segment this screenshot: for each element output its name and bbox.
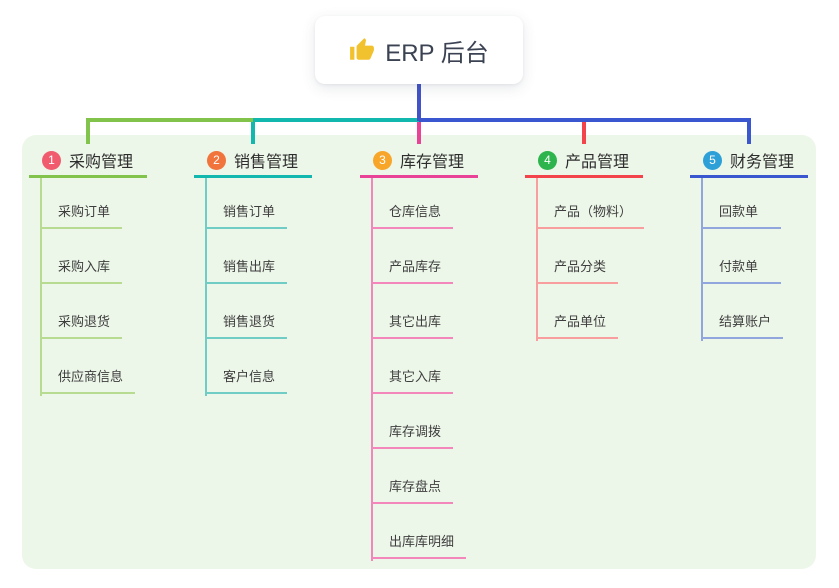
child-node[interactable]: 库存盘点 [371, 470, 454, 504]
branch-underline [525, 175, 643, 178]
connector-drop [582, 118, 586, 144]
root-connector-line [417, 84, 421, 121]
child-node[interactable]: 产品库存 [371, 250, 454, 284]
root-node[interactable]: ERP 后台 [315, 16, 523, 84]
branch-spine [205, 177, 207, 396]
child-node-label: 采购入库 [58, 259, 111, 274]
child-node[interactable]: 客户信息 [205, 360, 288, 394]
branch-node-label: 产品管理 [565, 154, 630, 171]
child-node[interactable]: 供应商信息 [40, 360, 136, 394]
child-node-label: 付款单 [719, 259, 759, 274]
child-node-label: 销售退货 [223, 314, 276, 329]
connector-horizontal-segment [253, 118, 419, 122]
child-node[interactable]: 采购入库 [40, 250, 123, 284]
branch-underline [360, 175, 478, 178]
child-node-label: 销售订单 [223, 204, 276, 219]
child-node-label: 产品单位 [554, 314, 607, 329]
child-node-label: 仓库信息 [389, 204, 442, 219]
child-node[interactable]: 销售退货 [205, 305, 288, 339]
child-node-label: 其它入库 [389, 369, 442, 384]
branch-node[interactable]: 2 销售管理 [194, 145, 325, 175]
child-node[interactable]: 产品（物料） [536, 195, 645, 229]
child-node[interactable]: 产品单位 [536, 305, 619, 339]
branch-underline [690, 175, 808, 178]
connector-horizontal-segment [419, 118, 749, 122]
branch-node-label: 销售管理 [234, 154, 299, 171]
branch-node-label: 库存管理 [400, 154, 465, 171]
connector-drop [747, 118, 751, 144]
branch-node[interactable]: 1 采购管理 [29, 145, 160, 175]
child-node-label: 出库库明细 [389, 534, 455, 549]
child-node[interactable]: 销售出库 [205, 250, 288, 284]
branch-number-badge: 1 [42, 150, 61, 170]
child-node-label: 销售出库 [223, 259, 276, 274]
child-node[interactable]: 结算账户 [701, 305, 784, 339]
thumbs-up-icon [349, 37, 375, 63]
child-node[interactable]: 采购订单 [40, 195, 123, 229]
child-node[interactable]: 付款单 [701, 250, 781, 284]
child-node[interactable]: 其它出库 [371, 305, 454, 339]
child-node[interactable]: 仓库信息 [371, 195, 454, 229]
child-node-label: 库存调拨 [389, 424, 442, 439]
connector-drop [86, 118, 90, 144]
child-node-label: 结算账户 [719, 314, 772, 329]
child-node[interactable]: 出库库明细 [371, 525, 467, 559]
connector-drop [417, 118, 421, 144]
branch-spine [701, 177, 703, 341]
branch-spine [40, 177, 42, 396]
branch-underline [194, 175, 312, 178]
root-node-label: ERP 后台 [385, 39, 489, 67]
child-node[interactable]: 销售订单 [205, 195, 288, 229]
child-node-label: 产品分类 [554, 259, 607, 274]
connector-drop [251, 118, 255, 144]
branch-number-badge: 4 [538, 150, 557, 170]
branches-panel [22, 135, 816, 569]
branch-node[interactable]: 4 产品管理 [525, 145, 656, 175]
branch-node-label: 财务管理 [730, 154, 795, 171]
child-node[interactable]: 产品分类 [536, 250, 619, 284]
child-node-label: 库存盘点 [389, 479, 442, 494]
child-node-label: 产品库存 [389, 259, 442, 274]
branch-node[interactable]: 5 财务管理 [690, 145, 821, 175]
child-node[interactable]: 其它入库 [371, 360, 454, 394]
branch-underline [29, 175, 147, 178]
child-node-label: 回款单 [719, 204, 759, 219]
connector-horizontal-segment [88, 118, 253, 122]
child-node[interactable]: 回款单 [701, 195, 781, 229]
child-node-label: 供应商信息 [58, 369, 124, 384]
branch-number-badge: 2 [207, 150, 226, 170]
branch-spine [536, 177, 538, 341]
branch-number-badge: 3 [373, 150, 392, 170]
branch-spine [371, 177, 373, 561]
branch-node-label: 采购管理 [69, 154, 134, 171]
child-node[interactable]: 采购退货 [40, 305, 123, 339]
child-node-label: 客户信息 [223, 369, 276, 384]
child-node-label: 产品（物料） [554, 204, 633, 219]
child-node-label: 其它出库 [389, 314, 442, 329]
child-node-label: 采购退货 [58, 314, 111, 329]
branch-number-badge: 5 [703, 150, 722, 170]
child-node[interactable]: 库存调拨 [371, 415, 454, 449]
child-node-label: 采购订单 [58, 204, 111, 219]
branch-node[interactable]: 3 库存管理 [360, 145, 491, 175]
